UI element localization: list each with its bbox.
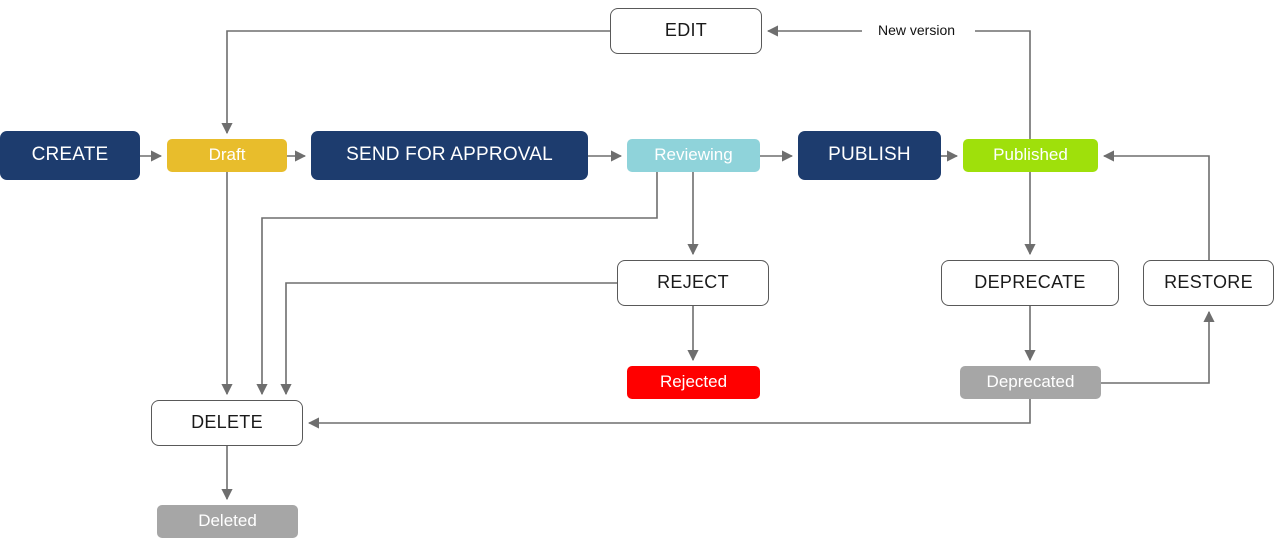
edge-deprecated-delete [307, 399, 1031, 429]
node-deleted-label: Deleted [198, 511, 257, 531]
node-draft-label: Draft [208, 145, 246, 165]
node-reviewing-label: Reviewing [654, 145, 733, 165]
node-rejected-label: Rejected [659, 372, 728, 392]
node-deprecated[interactable]: Deprecated [960, 366, 1101, 399]
node-published-label: Published [993, 145, 1068, 165]
node-send-for-approval-label: SEND FOR APPROVAL [346, 144, 553, 166]
edge-reject-delete [280, 282, 617, 396]
edge-label-new-version: New version [874, 22, 960, 38]
node-send-for-approval[interactable]: SEND FOR APPROVAL [311, 131, 588, 180]
node-restore-label: RESTORE [1164, 272, 1253, 293]
node-restore[interactable]: RESTORE [1143, 260, 1274, 306]
node-edit[interactable]: EDIT [610, 8, 762, 54]
node-deleted[interactable]: Deleted [157, 505, 298, 538]
node-reviewing[interactable]: Reviewing [627, 139, 760, 172]
node-delete-label: DELETE [191, 412, 263, 433]
edge-label-new-version-text: New version [878, 22, 956, 38]
node-deprecate[interactable]: DEPRECATE [941, 260, 1119, 306]
node-publish-label: PUBLISH [828, 144, 911, 166]
edge-reviewing-delete [256, 172, 658, 396]
node-reject-label: REJECT [657, 272, 729, 293]
edge-published-edit [975, 30, 1031, 139]
node-published[interactable]: Published [963, 139, 1098, 172]
node-reject[interactable]: REJECT [617, 260, 769, 306]
node-rejected[interactable]: Rejected [627, 366, 760, 399]
node-publish[interactable]: PUBLISH [798, 131, 941, 180]
node-edit-label: EDIT [664, 20, 708, 41]
node-delete[interactable]: DELETE [151, 400, 303, 446]
node-draft[interactable]: Draft [167, 139, 287, 172]
node-deprecate-label: DEPRECATE [974, 272, 1086, 293]
edge-deprecated-restore [1101, 310, 1215, 384]
edge-restore-published [1102, 150, 1210, 260]
node-create[interactable]: CREATE [0, 131, 140, 180]
node-deprecated-label: Deprecated [986, 372, 1075, 392]
edge-edit-draft [221, 30, 610, 135]
node-create-label: CREATE [31, 144, 109, 166]
